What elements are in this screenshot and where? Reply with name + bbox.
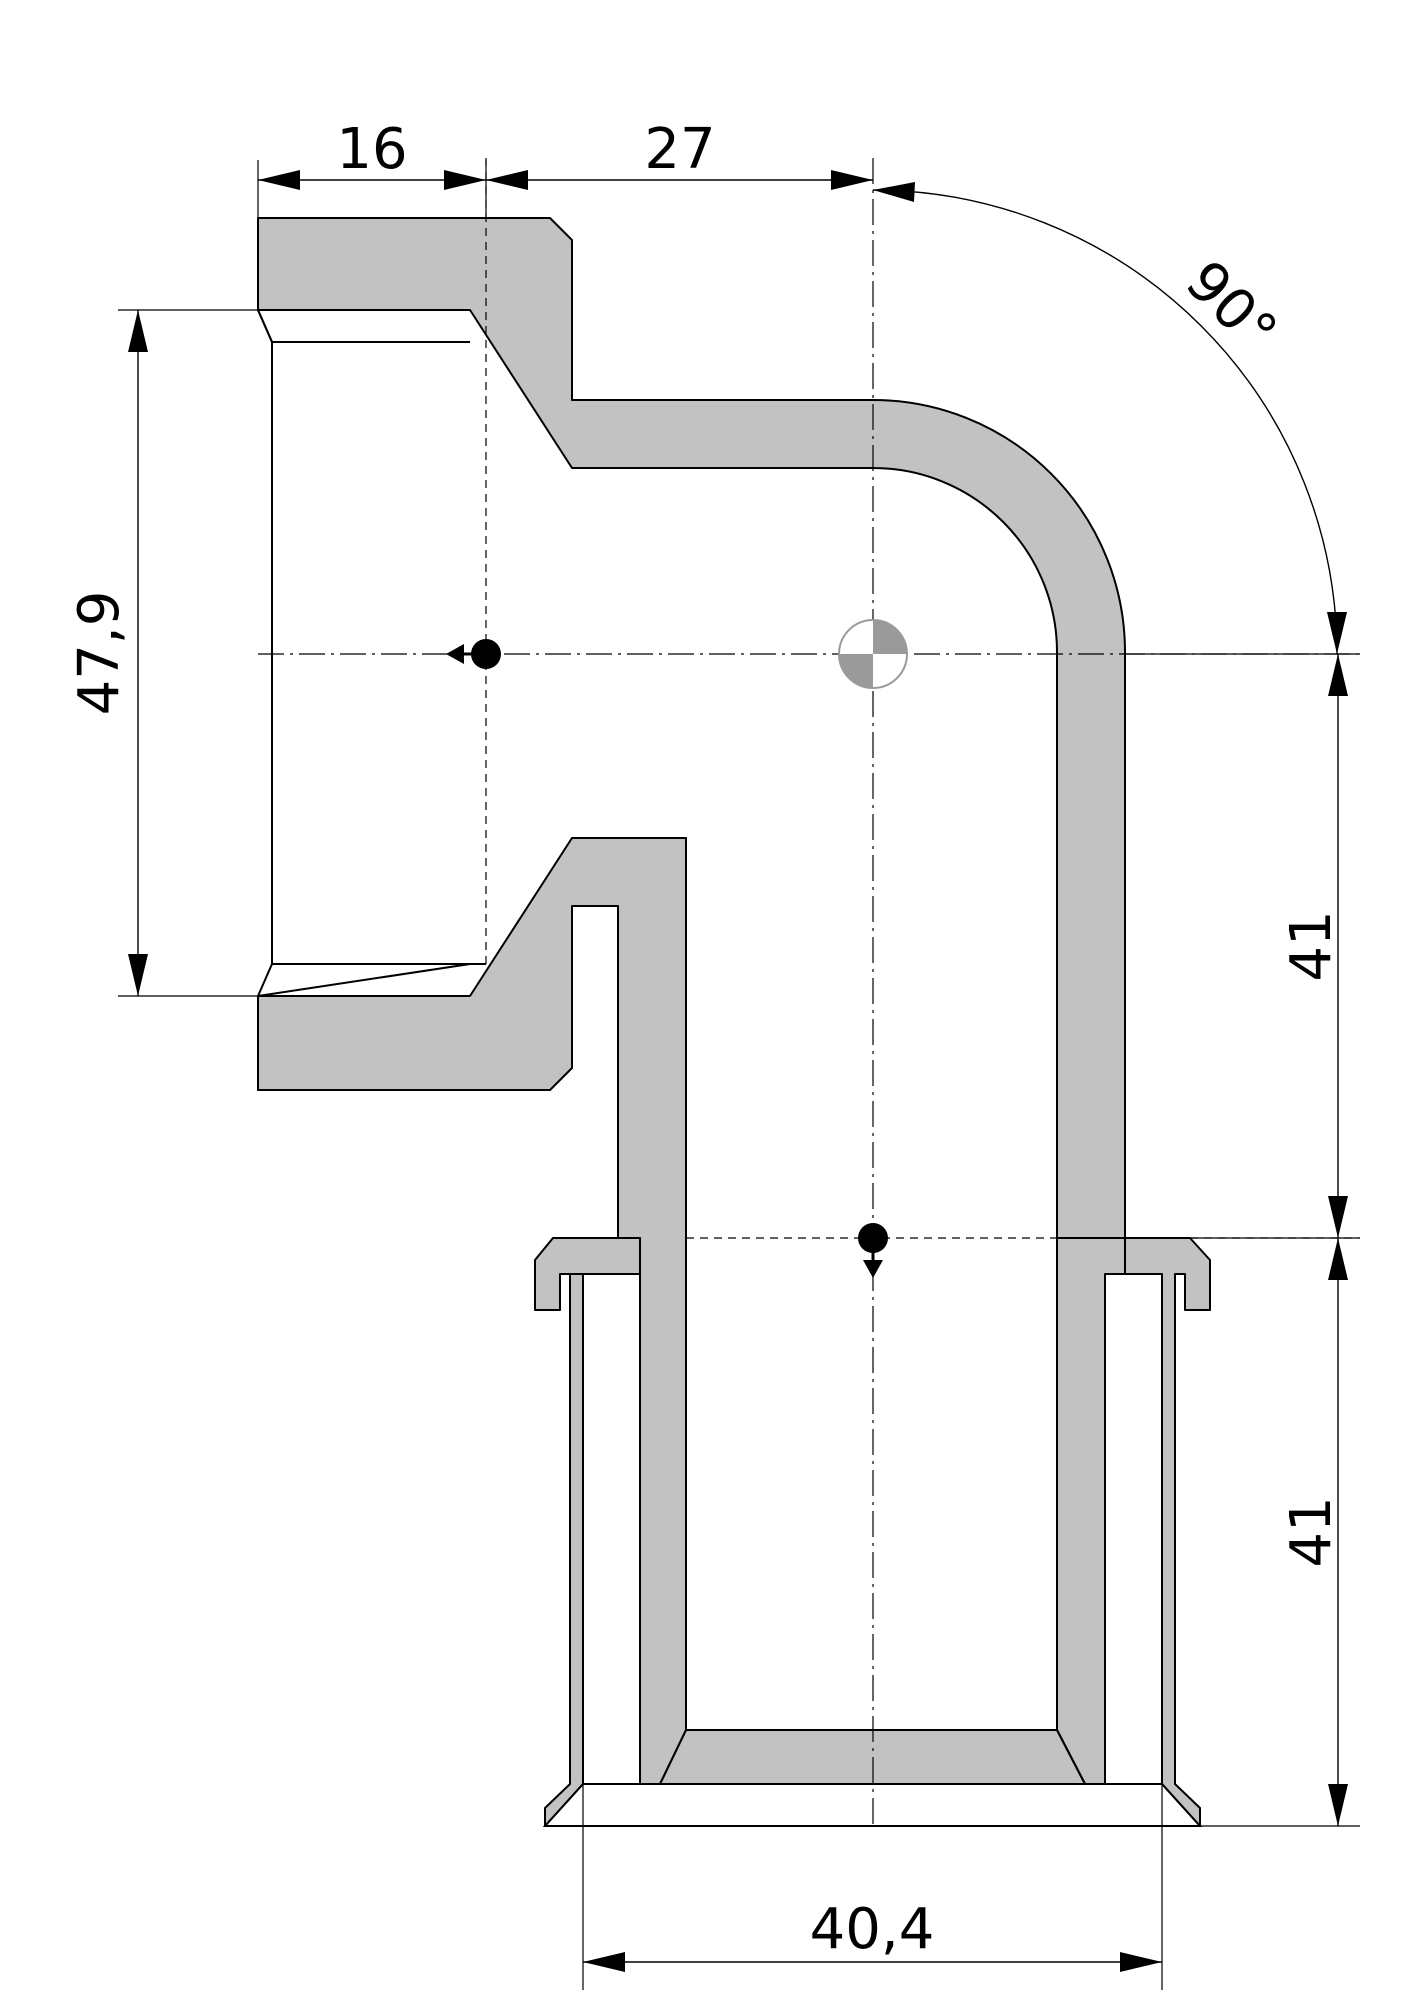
outlet-flange-left (534, 1237, 641, 1827)
socket-bore-chamfer (257, 309, 273, 997)
dim-label-41-lower: 41 (1279, 1496, 1344, 1567)
dimension-outlet-height-lower: 41 (1200, 1238, 1360, 1827)
outlet-reference-marker (858, 1223, 888, 1278)
outlet-flange-right (1104, 1237, 1211, 1827)
dim-label-40-4: 40,4 (810, 1897, 935, 1962)
outlet-bore-left (582, 1274, 641, 1784)
dim-label-90: 90° (1173, 249, 1289, 365)
socket-reference-marker (446, 639, 501, 669)
outlet-wall-right (1056, 1237, 1126, 1785)
dimension-socket-diameter: 47,9 (67, 309, 258, 997)
dimension-outlet-height-upper: 41 (1125, 653, 1360, 1239)
dimension-socket-offset: 27 (486, 117, 873, 190)
dimension-socket-depth: 16 (257, 117, 487, 218)
dim-label-47-9: 47,9 (67, 591, 132, 716)
socket-section-lower (257, 837, 687, 1785)
dim-label-27: 27 (644, 117, 715, 182)
dimension-outlet-diameter: 40,4 (582, 1784, 1163, 1990)
socket-section-upper (257, 217, 1126, 1239)
fitting-section (257, 217, 1211, 1827)
center-of-gravity-symbol (838, 619, 908, 689)
dim-label-16: 16 (336, 117, 407, 182)
dim-label-41-upper: 41 (1279, 910, 1344, 981)
outlet-bore-right (1104, 1274, 1163, 1784)
outlet-chamfer-edges (659, 1729, 1086, 1785)
